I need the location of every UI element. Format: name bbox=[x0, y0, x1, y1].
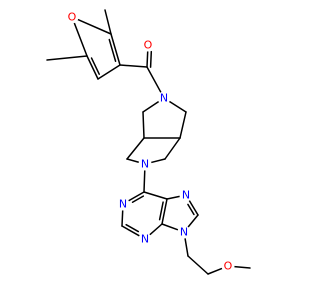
bond-c_fur_d-me_left bbox=[46, 55, 88, 61]
atom-n9_pur-backdrop bbox=[177, 225, 191, 239]
atom-o_fur-backdrop bbox=[65, 10, 79, 24]
bond-c_fur_a-me_top bbox=[104, 9, 112, 35]
atom-n_pyr2-backdrop bbox=[138, 157, 152, 171]
atom-o_carbonyl-backdrop bbox=[141, 38, 155, 52]
bond-c4_pur-c5_pur bbox=[161, 198, 168, 225]
bond-c5_pur-c6_pur bbox=[143, 191, 168, 200]
bond-c_fur_c-c_fur_d bbox=[86, 55, 99, 80]
bond-c8_pur-n9_pur bbox=[187, 214, 199, 228]
bond-c_fur_a-c_fur_b-second-line bbox=[108, 38, 117, 62]
bond-c_fur_d-o_fur bbox=[73, 22, 88, 57]
bond-n3_pur-c4_pur bbox=[149, 223, 163, 236]
bond-c_p3-c_p5 bbox=[126, 137, 145, 160]
bond-c_fur_c-c_fur_d-second-line bbox=[90, 57, 100, 75]
atom-label-n9_pur: N bbox=[180, 226, 188, 239]
bond-n7_pur-c8_pur bbox=[188, 199, 199, 216]
bond-c2_pur-n3_pur bbox=[121, 225, 141, 237]
bond-c_carbonyl-o_carbonyl bbox=[146, 50, 149, 68]
atom-label-n_pyr1: N bbox=[160, 92, 168, 105]
atom-label-n7_pur: N bbox=[182, 189, 190, 202]
atom-label-n3_pur: N bbox=[141, 233, 149, 246]
bond-c_carbonyl-o_carbonyl-second-line bbox=[149, 50, 153, 68]
atom-label-o_fur: O bbox=[68, 11, 77, 24]
bond-c_p6-n_pyr2 bbox=[150, 158, 166, 164]
atom-label-o_carbonyl: O bbox=[144, 39, 153, 52]
bond-c6_pur-n1_pur bbox=[127, 191, 145, 202]
bond-c5_pur-n7_pur bbox=[166, 195, 181, 200]
bond-c_p2-c_p4 bbox=[179, 111, 187, 139]
atom-n_pyr1-backdrop bbox=[157, 91, 171, 105]
bond-c_fur_b-c_fur_c bbox=[97, 64, 121, 80]
molecule-structure: O O N N N N N N O bbox=[46, 9, 251, 275]
bond-c_ch2b-o_ether bbox=[207, 267, 223, 275]
atom-label-n_pyr2: N bbox=[141, 158, 149, 171]
bond-n_pyr2-c6_pur bbox=[143, 169, 146, 193]
bond-n_pyr1-c_p2 bbox=[168, 100, 187, 113]
bond-n9_pur-c_ch2a bbox=[184, 237, 189, 257]
bond-c4_pur-c5_pur-second-line bbox=[158, 201, 164, 221]
bond-c_carbonyl-n_pyr1 bbox=[146, 66, 162, 94]
atom-n3_pur-backdrop bbox=[138, 232, 152, 246]
bond-layer bbox=[46, 9, 251, 275]
atom-label-n1_pur: N bbox=[119, 198, 127, 211]
bond-c_p5-n_pyr2 bbox=[126, 158, 140, 164]
bond-c_p4-c_p6 bbox=[164, 137, 181, 160]
bond-o_ether-c_ome bbox=[233, 265, 251, 269]
bond-n_pyr1-c_p1 bbox=[142, 100, 160, 113]
bond-c_p1-c_p3 bbox=[142, 111, 145, 139]
bond-o_fur-c_fur_a bbox=[77, 18, 112, 35]
bond-n7_pur-c8_pur-second-line bbox=[187, 203, 195, 216]
atom-label-layer: O O N N N N N N O bbox=[65, 10, 235, 273]
atom-label-o_ether: O bbox=[224, 260, 233, 273]
atom-o_ether-backdrop bbox=[221, 259, 235, 273]
bond-n1_pur-c2_pur bbox=[121, 209, 124, 227]
bond-c6_pur-n1_pur-second-line bbox=[131, 195, 145, 203]
bond-c2_pur-n3_pur-second-line bbox=[125, 223, 140, 233]
atom-n7_pur-backdrop bbox=[179, 188, 193, 202]
bond-c_fur_a-c_fur_b bbox=[110, 33, 121, 66]
bond-n9_pur-c4_pur bbox=[161, 223, 179, 231]
atom-n1_pur-backdrop bbox=[116, 197, 130, 211]
bond-c_fur_b-c_carbonyl bbox=[119, 64, 148, 68]
bond-c_ch2a-c_ch2b bbox=[187, 255, 209, 275]
